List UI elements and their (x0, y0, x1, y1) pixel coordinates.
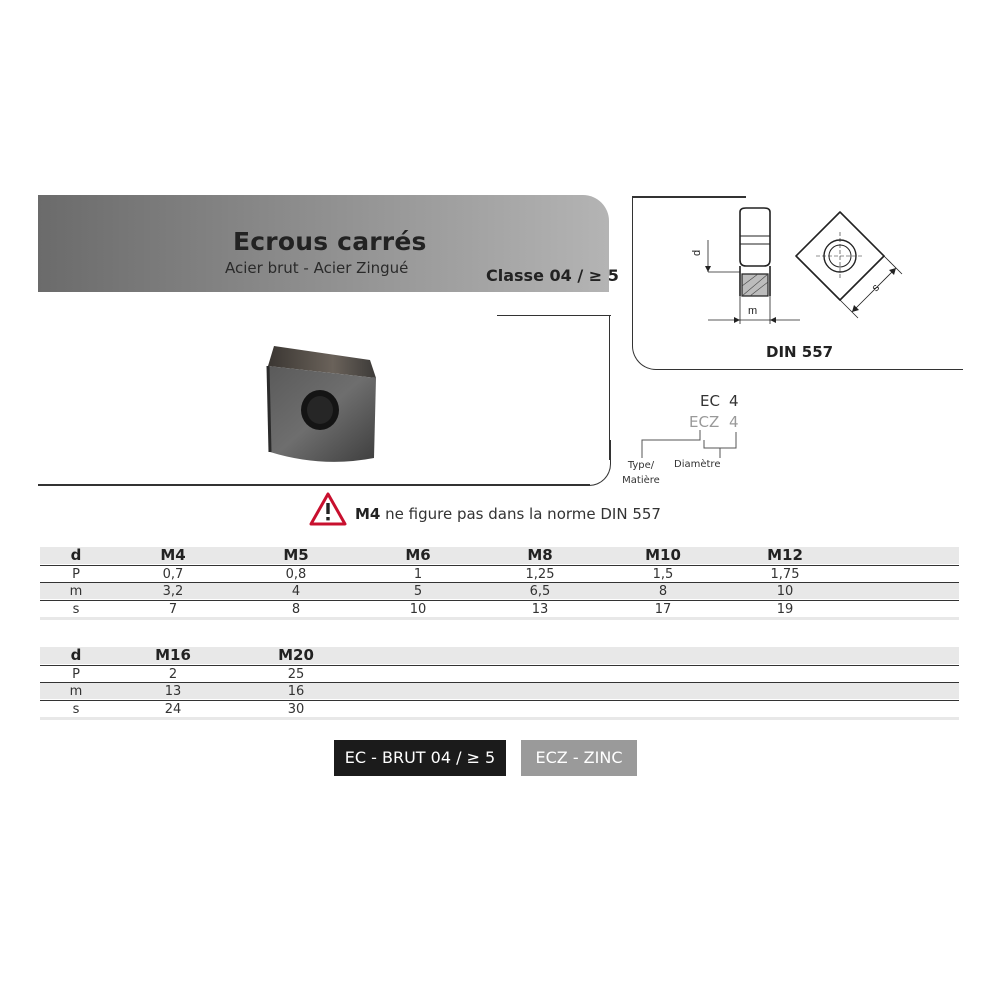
table-row: s 24 30 (40, 700, 959, 717)
table-row: P 2 25 (40, 665, 959, 682)
cell-s-m12: 19 (776, 602, 794, 617)
col-m12: M12 (767, 546, 803, 564)
code-ecz: ECZ (689, 413, 720, 431)
table-row: d M16 M20 (40, 647, 959, 664)
cell-m-m4: 3,2 (162, 584, 184, 599)
photo-frame-corner (586, 440, 611, 486)
col-m10: M10 (645, 546, 681, 564)
badge-ec-brut: EC - BRUT 04 / ≥ 5 (334, 740, 506, 776)
header-banner (38, 195, 609, 292)
dim-m-label: m (748, 305, 757, 317)
photo-frame-top (497, 315, 611, 316)
class-label: Classe 04 / ≥ 5 (486, 266, 619, 285)
technical-drawing: d m s (691, 207, 903, 324)
photo-frame-right (609, 315, 610, 460)
table-row: s 7 8 10 13 17 19 (40, 600, 959, 617)
code-ec: EC (700, 392, 720, 410)
cell-m-m8: 6,5 (529, 584, 551, 599)
cell-p-m16: 2 (168, 667, 178, 682)
cell-s-m8: 13 (531, 602, 549, 617)
cell-s-m4: 7 (168, 602, 178, 617)
code-ecz-number: 4 (729, 413, 739, 431)
row-label-p: P (72, 667, 80, 682)
warning-text: M4 ne figure pas dans la norme DIN 557 (355, 505, 661, 523)
badge-ecz-zinc: ECZ - ZINC (521, 740, 637, 776)
table-bottom-shade (40, 617, 959, 620)
cell-s-m16: 24 (164, 702, 182, 717)
row-label-s: s (72, 702, 80, 717)
cell-m-m5: 4 (291, 584, 301, 599)
row-label-d: d (70, 646, 82, 664)
page-title: Ecrous carrés (233, 227, 427, 256)
col-m6: M6 (405, 546, 431, 564)
cell-p-m6: 1 (413, 567, 423, 582)
cell-p-m5: 0,8 (285, 567, 307, 582)
row-label-m: m (69, 584, 83, 599)
photo-frame-bottom (38, 484, 590, 486)
cell-m-m6: 5 (413, 584, 423, 599)
cell-s-m20: 30 (287, 702, 305, 717)
code-ec-number: 4 (729, 392, 739, 410)
row-label-p: P (72, 567, 80, 582)
diameter-label: Diamètre (674, 459, 721, 470)
row-label-d: d (70, 546, 82, 564)
standard-label: DIN 557 (766, 343, 834, 361)
table-row: m 3,2 4 5 6,5 8 10 (40, 582, 959, 599)
page-subtitle: Acier brut - Acier Zingué (225, 259, 409, 277)
cell-m-m10: 8 (658, 584, 668, 599)
table-row: m 13 16 (40, 682, 959, 699)
type-material-label: Type/ Matière (618, 458, 664, 488)
warning-icon (309, 492, 347, 526)
row-label-m: m (69, 684, 83, 699)
row-label-s: s (72, 602, 80, 617)
cell-p-m10: 1,5 (652, 567, 674, 582)
table-row: d M4 M5 M6 M8 M10 M12 (40, 547, 959, 564)
type-label-line1: Type/ (627, 460, 655, 471)
cell-p-m20: 25 (287, 667, 305, 682)
cell-s-m6: 10 (409, 602, 427, 617)
square-nut-photo (266, 346, 376, 462)
cell-m-m16: 13 (164, 684, 182, 699)
table-bottom-shade (40, 717, 959, 720)
cell-s-m10: 17 (654, 602, 672, 617)
drawing-frame-top (632, 196, 746, 198)
warning-bold: M4 (355, 505, 381, 523)
code-legend-lines (641, 430, 737, 458)
cell-p-m12: 1,75 (770, 567, 800, 582)
col-m8: M8 (527, 546, 553, 564)
cell-p-m8: 1,25 (525, 567, 555, 582)
col-m4: M4 (160, 546, 186, 564)
col-m16: M16 (155, 646, 191, 664)
table-row: P 0,7 0,8 1 1,25 1,5 1,75 (40, 565, 959, 582)
col-m20: M20 (278, 646, 314, 664)
cell-s-m5: 8 (291, 602, 301, 617)
dim-d-label: d (691, 250, 703, 256)
cell-p-m4: 0,7 (162, 567, 184, 582)
cell-m-m12: 10 (776, 584, 794, 599)
col-m5: M5 (283, 546, 309, 564)
drawing-frame (632, 196, 963, 370)
type-label-line2: Matière (622, 475, 660, 486)
cell-m-m20: 16 (287, 684, 305, 699)
warning-message: ne figure pas dans la norme DIN 557 (380, 505, 661, 523)
